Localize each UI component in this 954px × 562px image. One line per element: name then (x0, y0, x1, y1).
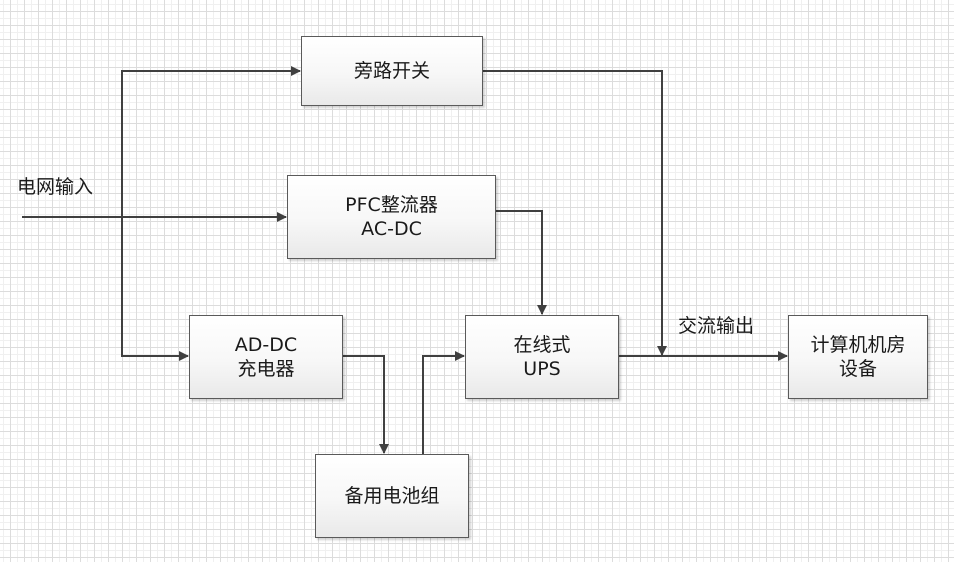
online-ups-node[interactable]: 在线式 UPS (465, 315, 619, 399)
charger-node[interactable]: AD-DC 充电器 (189, 315, 343, 399)
node-sublabel: 充电器 (237, 358, 295, 380)
node-label: 备用电池组 (344, 485, 440, 507)
node-label: 在线式 (513, 334, 571, 356)
edge-pfc-to-ups (496, 210, 547, 315)
edge-charger-to-battery (343, 355, 389, 454)
bypass-switch-node[interactable]: 旁路开关 (301, 36, 483, 106)
edge-grid-input-to-bypass (121, 66, 301, 217)
node-label: 计算机机房 (810, 334, 906, 356)
node-sublabel: AC-DC (361, 218, 422, 240)
pfc-rectifier-node[interactable]: PFC整流器 AC-DC (287, 175, 496, 259)
node-label: 旁路开关 (353, 60, 430, 82)
edge-grid-input-to-charger (121, 217, 189, 361)
edge-bypass-to-output (483, 70, 667, 356)
node-sublabel: UPS (523, 358, 561, 380)
grid-input-label: 电网输入 (17, 176, 94, 198)
edge-battery-to-ups (422, 351, 465, 454)
node-label: PFC整流器 (345, 194, 438, 216)
node-label: AD-DC (234, 334, 298, 356)
computer-room-equipment-node[interactable]: 计算机机房 设备 (788, 315, 928, 399)
backup-battery-node[interactable]: 备用电池组 (315, 454, 469, 538)
node-sublabel: 设备 (838, 358, 877, 380)
ac-output-label: 交流输出 (678, 315, 755, 337)
